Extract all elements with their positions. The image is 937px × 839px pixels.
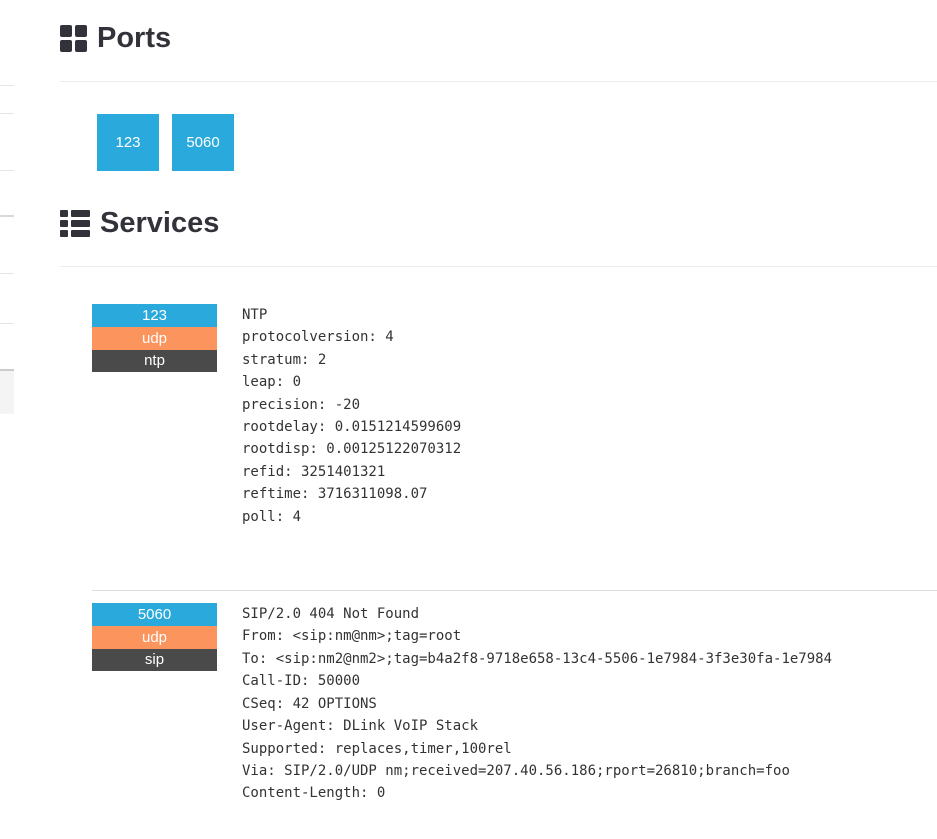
left-nav-fragment	[0, 0, 14, 839]
nav-active-item	[0, 369, 14, 414]
nav-divider	[0, 85, 14, 86]
service-separator	[92, 590, 937, 592]
nav-divider	[0, 323, 14, 324]
services-heading-label: Services	[100, 207, 220, 239]
service-module-badge: sip	[92, 649, 217, 672]
services-heading: Services	[60, 206, 937, 240]
service-port-badge[interactable]: 5060	[92, 603, 217, 627]
service-module-badge: ntp	[92, 350, 217, 372]
service-banner-sip: SIP/2.0 404 Not Found From: <sip:nm@nm>;…	[242, 606, 833, 802]
ports-grid-icon	[60, 24, 87, 52]
service-sip: 5060 udp sip SIP/2.0 404 Not Found From:…	[92, 603, 937, 805]
service-ntp: 123 udp ntp NTP protocolversion: 4 strat…	[92, 304, 937, 528]
services-heading-rule	[60, 266, 937, 267]
services-list-icon	[60, 209, 90, 237]
service-port-badge[interactable]: 123	[92, 304, 217, 327]
port-button-5060[interactable]: 5060	[172, 114, 234, 171]
nav-divider	[0, 170, 14, 171]
service-transport-badge: udp	[92, 626, 217, 650]
main-content: Ports 123 5060 Services 123 udp ntp NTP …	[60, 0, 937, 805]
ports-heading-rule	[60, 81, 937, 82]
service-transport-badge: udp	[92, 327, 217, 350]
ports-row: 123 5060	[97, 114, 937, 171]
nav-divider	[0, 273, 14, 274]
ports-heading-label: Ports	[97, 22, 172, 54]
nav-divider	[0, 215, 14, 217]
nav-divider	[0, 113, 14, 114]
ports-heading: Ports	[60, 21, 937, 55]
port-button-123[interactable]: 123	[97, 114, 159, 171]
service-labels: 123 udp ntp	[92, 304, 217, 372]
service-labels: 5060 udp sip	[92, 603, 217, 672]
service-banner-ntp: NTP protocolversion: 4 stratum: 2 leap: …	[242, 307, 462, 525]
services-list: 123 udp ntp NTP protocolversion: 4 strat…	[92, 304, 937, 805]
